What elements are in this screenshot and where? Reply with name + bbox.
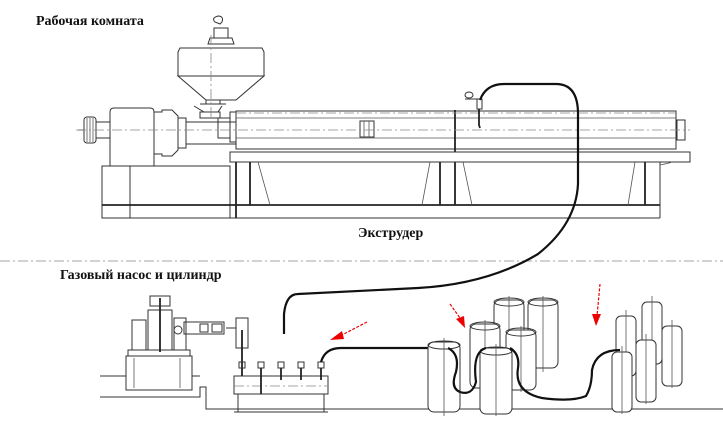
gas-accumulator [233,361,329,413]
base-frame [101,151,691,219]
gas-cylinders-group-1 [427,296,559,416]
gas-hose-cylinder-link [509,347,621,401]
gas-cylinder [635,334,657,404]
floor-line [100,386,723,410]
valve [297,361,305,380]
valve [238,361,246,376]
extruder-label: Экструдер [358,226,424,241]
gas-hose-accumulator [319,346,447,363]
gas-cylinder [661,320,683,388]
arrow-icon [449,303,465,328]
gas-cylinder [427,338,461,416]
gas-cylinders-group-2 [611,296,683,414]
work-room-label: Рабочая комната [36,14,144,29]
hopper [176,15,266,119]
valve [277,361,285,380]
arrow-icon [330,321,368,340]
gas-pump [100,295,723,410]
gas-injector [464,91,483,129]
barrel [235,110,686,152]
gas-cylinder [479,344,513,416]
gas-hose-cylinder-link [447,346,487,394]
gas-cylinder [611,346,633,414]
arrow-icon [592,283,601,326]
extruder [76,15,691,219]
gas-pump-cylinder-label: Газовый насос и цилиндр [60,268,222,283]
gearbox [109,107,155,167]
gas-hose-main [282,82,580,334]
valve [257,361,265,394]
